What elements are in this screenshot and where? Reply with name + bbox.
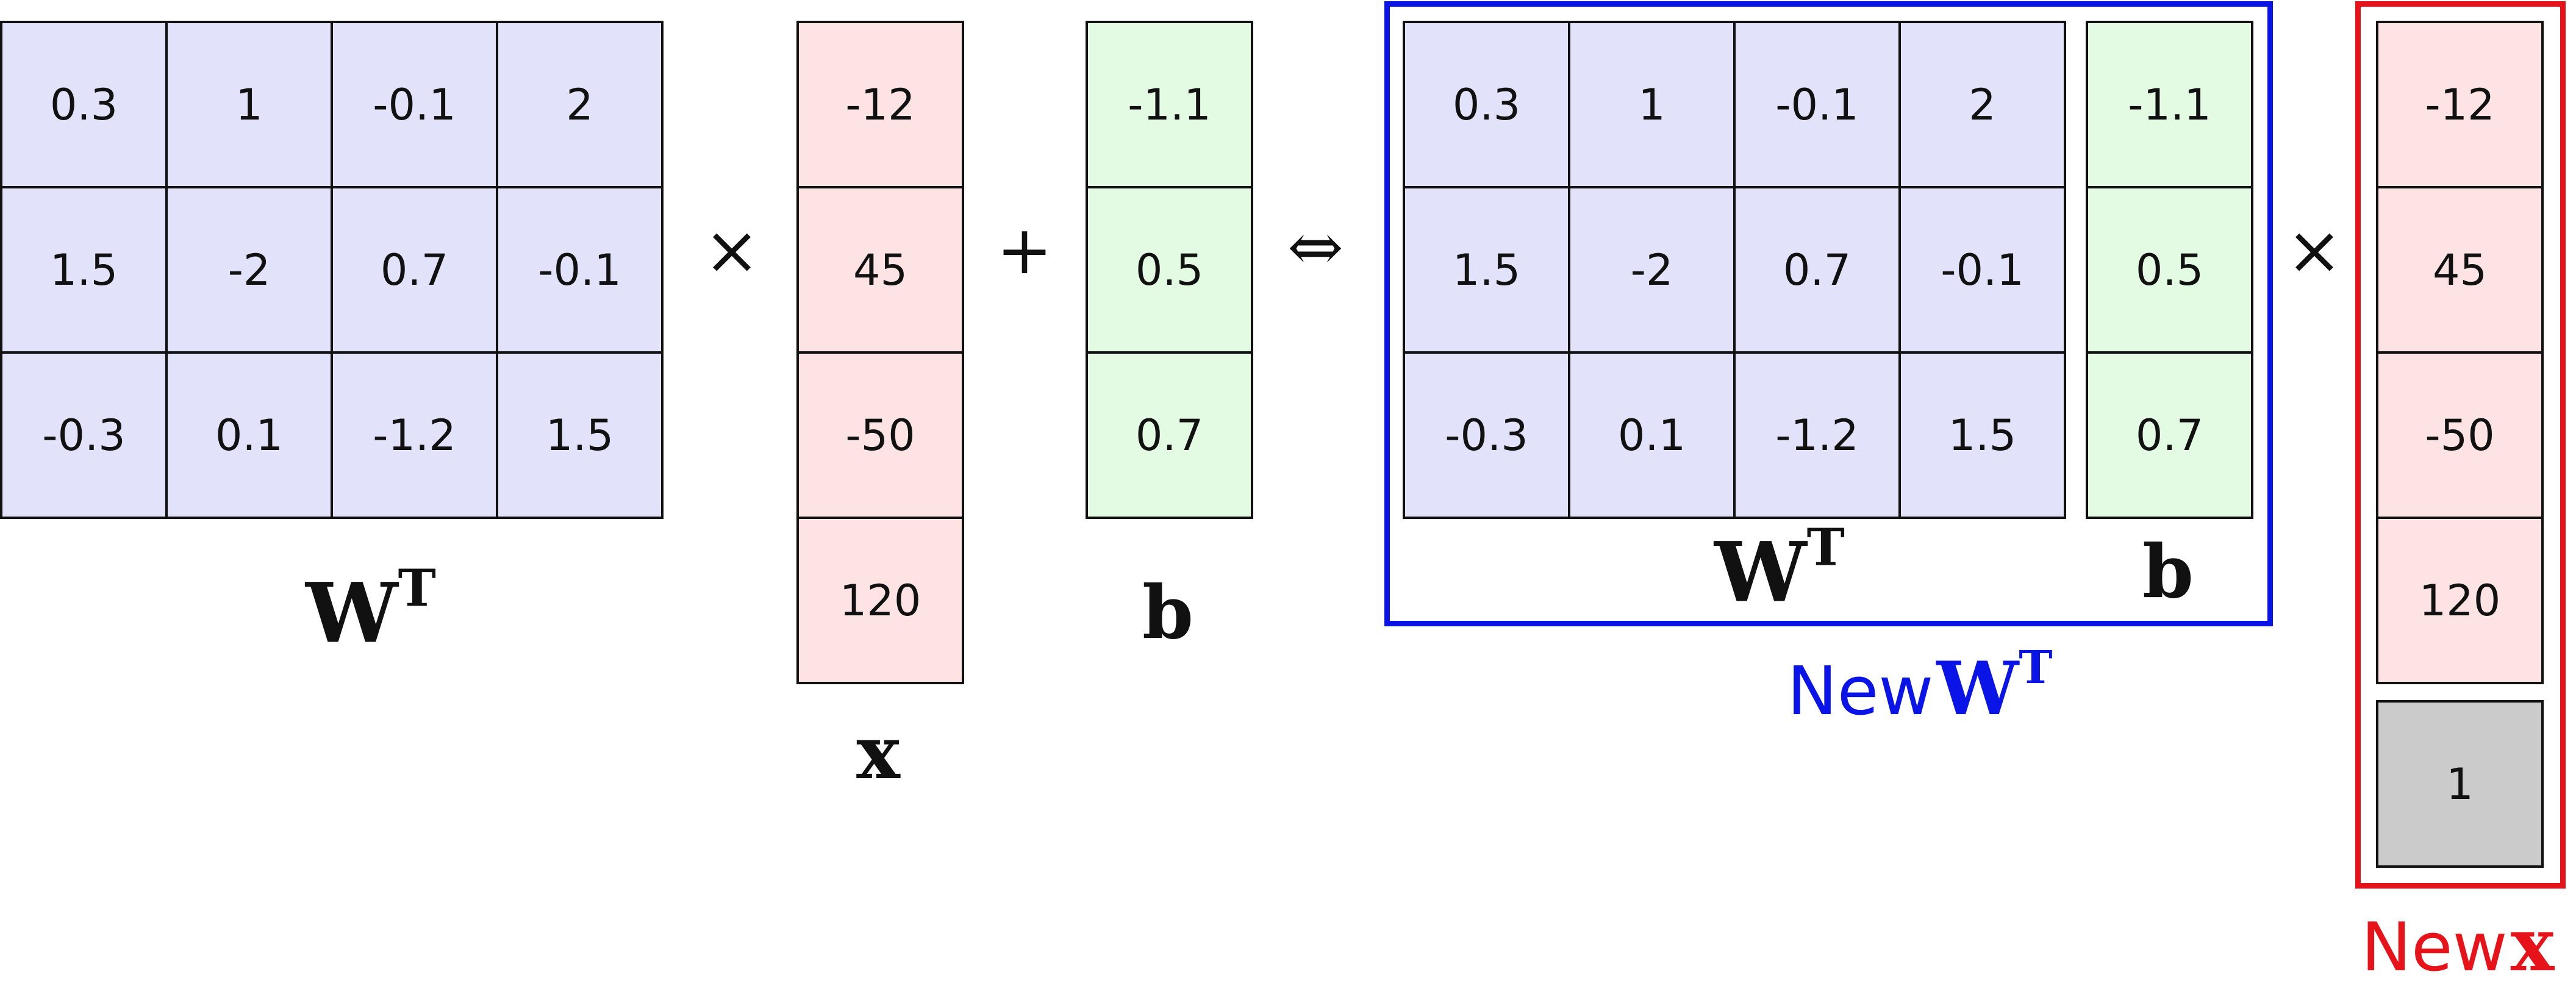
new-input-vector-frame (2355, 1, 2566, 889)
matrix-cell: 1.5 (1901, 354, 2066, 519)
right-times-operator: × (2286, 211, 2343, 289)
vector-cell: 120 (2378, 519, 2544, 684)
matrix-cell: -2 (168, 188, 333, 354)
matrix-cell: -1.2 (333, 354, 498, 519)
vector-cell: 120 (799, 519, 964, 684)
matrix-cell: -0.3 (2, 354, 168, 519)
matrix-cell: 1.5 (2, 188, 168, 354)
new-input-caption-word: New (2361, 908, 2508, 986)
matrix-cell: -1.2 (1736, 354, 1901, 519)
vector-cell: 45 (799, 188, 964, 354)
matrix-cell: 1.5 (1405, 188, 1570, 354)
matrix-cell: 0.1 (1570, 354, 1736, 519)
matrix-cell: -0.3 (1405, 354, 1570, 519)
matrix-cell: 1 (1570, 23, 1736, 188)
new-weight-matrix-caption: New WT (1787, 644, 2052, 726)
matrix-cell: -0.1 (333, 23, 498, 188)
plus-operator: + (996, 211, 1053, 289)
vector-cell: -50 (2378, 354, 2544, 519)
matrix-cell: -0.1 (498, 188, 664, 354)
matrix-cell: 0.3 (1405, 23, 1570, 188)
new-weight-caption-sup: T (2019, 640, 2053, 694)
vector-cell: -12 (2378, 23, 2544, 188)
vector-cell: -1.1 (1088, 23, 1253, 188)
matrix-cell: 1.5 (498, 354, 664, 519)
left-input-vector-label: x (856, 710, 900, 796)
matrix-cell: 0.7 (333, 188, 498, 354)
right-weight-label-base: W (1714, 523, 1807, 621)
vector-cell: 0.5 (2088, 188, 2253, 354)
matrix-cell: 0.7 (1736, 188, 1901, 354)
right-weight-label-sup: T (1806, 517, 1845, 578)
vector-cell: 0.5 (1088, 188, 1253, 354)
right-weight-matrix-label: WT (1714, 521, 1845, 613)
new-input-caption-symbol: x (2510, 902, 2555, 988)
vector-cell: -12 (799, 23, 964, 188)
left-bias-vector-label: b (1142, 570, 1193, 656)
matrix-cell: -0.1 (1901, 188, 2066, 354)
matrix-cell: 1 (168, 23, 333, 188)
left-weight-label-sup: T (398, 557, 436, 618)
new-input-vector-caption: New x (2361, 909, 2555, 982)
new-weight-caption-symbol: WT (1936, 644, 2052, 732)
equivalence-operator: ⇔ (1287, 208, 1344, 286)
vector-cell: 0.7 (2088, 354, 2253, 519)
matrix-cell: 2 (1901, 23, 2066, 188)
bias-one-cell: 1 (2376, 700, 2544, 868)
new-weight-caption-word: New (1787, 652, 1934, 730)
matrix-cell: -2 (1570, 188, 1736, 354)
new-weight-caption-base: W (1936, 646, 2019, 732)
matrix-cell: 2 (498, 23, 664, 188)
vector-cell: -50 (799, 354, 964, 519)
matrix-cell: -0.1 (1736, 23, 1901, 188)
left-weight-matrix-label: WT (306, 562, 436, 654)
matrix-cell: 0.1 (168, 354, 333, 519)
vector-cell: 45 (2378, 188, 2544, 354)
matrix-cell: 0.3 (2, 23, 168, 188)
vector-cell: -1.1 (2088, 23, 2253, 188)
new-weight-matrix-frame (1384, 1, 2273, 626)
left-weight-label-base: W (306, 564, 398, 662)
vector-cell: 0.7 (1088, 354, 1253, 519)
right-bias-column-label: b (2142, 529, 2194, 615)
left-times-operator: × (703, 211, 760, 289)
vector-cell: 1 (2378, 703, 2544, 868)
